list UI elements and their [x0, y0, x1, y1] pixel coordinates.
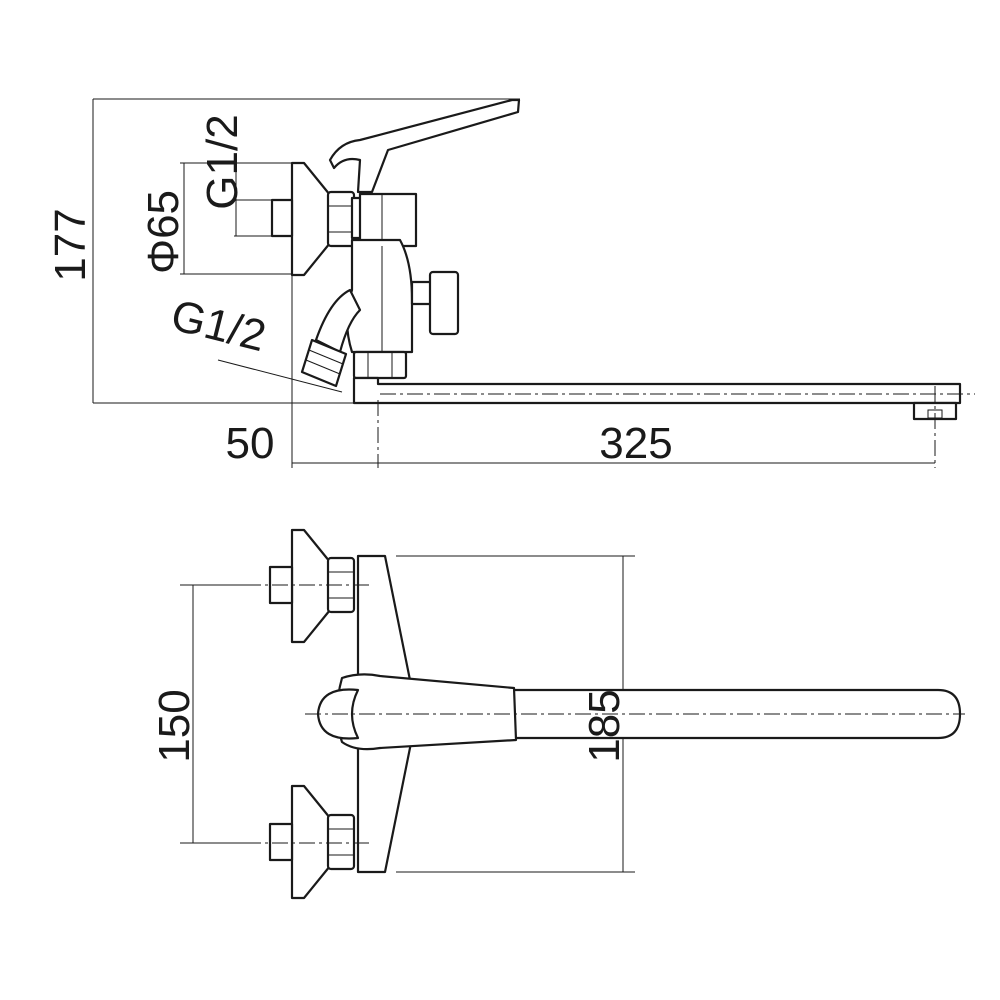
wall-flange-top	[290, 528, 332, 644]
dim-label-flange: Φ65	[139, 190, 188, 274]
dim-label-wall-offset: 50	[226, 419, 275, 468]
spout-swivel-nut	[352, 350, 408, 380]
spout-side	[352, 376, 962, 405]
dim-label-body-width: 185	[580, 689, 629, 762]
wall-flange-bottom	[290, 784, 332, 900]
valve-body-side	[345, 238, 414, 354]
plan-view	[180, 528, 965, 900]
leader-thread-bottom	[217, 359, 343, 393]
hex-nut-side	[326, 190, 356, 248]
dim-label-thread-top: G1/2	[198, 114, 247, 209]
wall-flange-side	[290, 161, 332, 277]
inlet-stub-bottom	[268, 822, 294, 862]
dim-label-inlet-spacing: 150	[150, 689, 199, 762]
handle-lever-side	[328, 98, 521, 194]
dim-label-thread-bottom: G1/2	[166, 291, 270, 362]
dim-label-height: 177	[46, 208, 95, 281]
handle-lever-plan	[335, 673, 518, 751]
side-view	[92, 98, 975, 468]
hex-nut-bottom	[326, 813, 356, 871]
cartridge-block-side	[358, 192, 418, 248]
diverter-knob-side	[428, 270, 460, 336]
dim-label-spout-reach: 325	[599, 419, 672, 468]
inlet-stub-side	[270, 198, 294, 238]
